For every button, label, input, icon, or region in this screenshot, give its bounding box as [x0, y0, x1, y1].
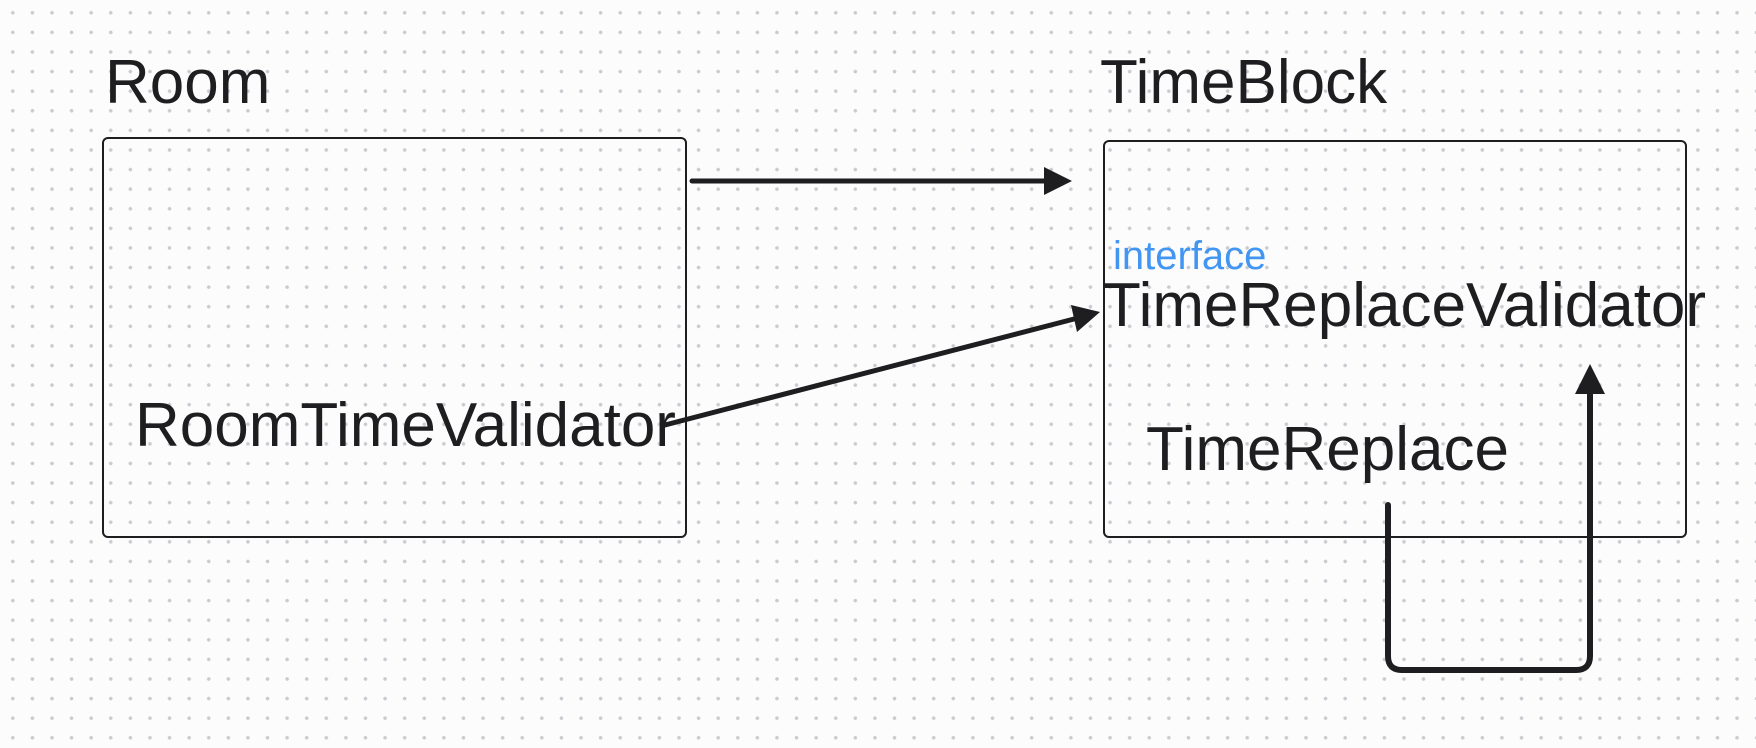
arrowhead-right-icon	[1044, 167, 1072, 195]
timeblock-title[interactable]: TimeBlock	[1100, 48, 1388, 117]
arrowhead-up-icon	[1575, 364, 1605, 394]
interface-stereotype-label[interactable]: interface	[1113, 234, 1267, 278]
room-box[interactable]	[102, 137, 687, 538]
arrowhead-right-up-icon	[1071, 305, 1100, 332]
timeblock-member-timereplace[interactable]: TimeReplace	[1146, 415, 1509, 484]
arrow-roomtimevalidator-to-timereplacevalidator[interactable]	[662, 305, 1100, 428]
room-member-roomtimevalidator[interactable]: RoomTimeValidator	[135, 391, 676, 460]
timeblock-interface-name[interactable]: TimeReplaceValidator	[1103, 271, 1707, 340]
arrow-room-to-timeblock[interactable]	[689, 167, 1072, 195]
room-title[interactable]: Room	[105, 48, 271, 117]
arrow-timereplace-self-loop[interactable]	[1385, 364, 1605, 673]
timeblock-box[interactable]	[1103, 140, 1687, 538]
